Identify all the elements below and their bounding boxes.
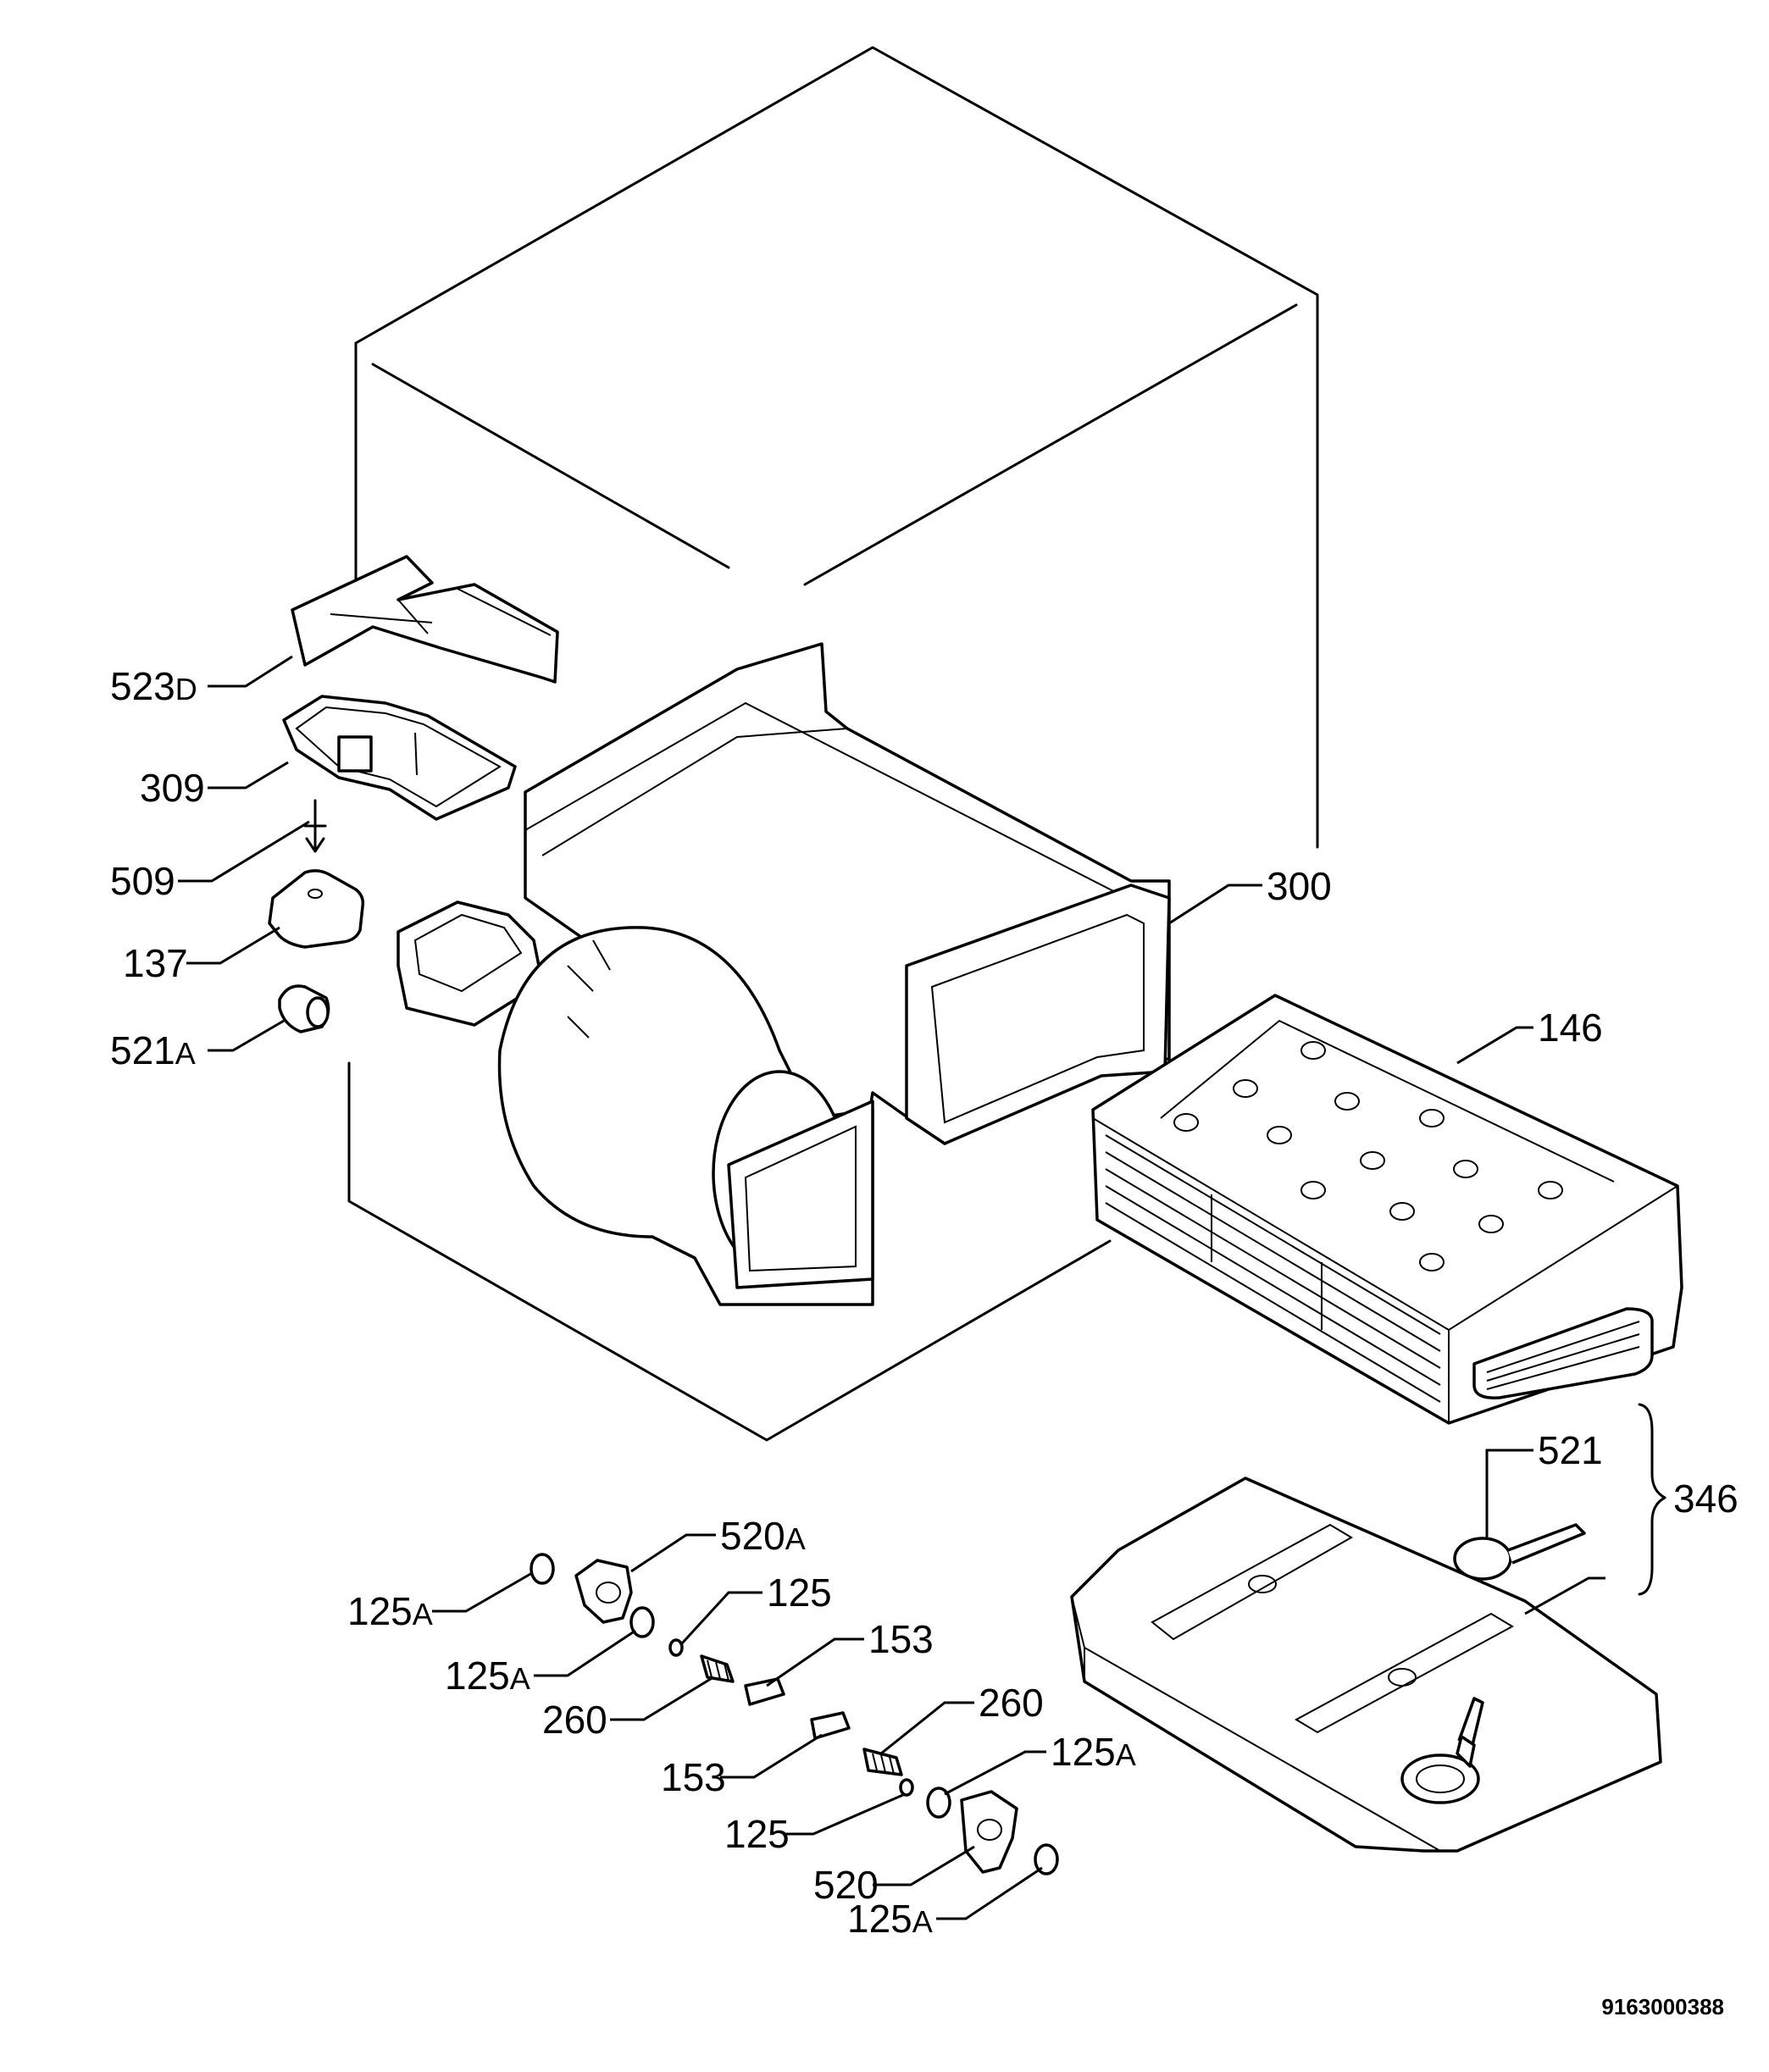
document-number: 9163000388	[1601, 1994, 1724, 2019]
callout-520: 520	[813, 1863, 879, 1907]
callout-125a-4: 125A	[847, 1897, 933, 1941]
tray-part-309	[282, 695, 517, 821]
housing-part-300	[396, 642, 1171, 1306]
valve-parts	[530, 1553, 1059, 1875]
pin-part-509	[303, 799, 327, 853]
callout-137: 137	[123, 941, 188, 985]
callout-260-2: 260	[979, 1681, 1044, 1725]
callout-labels: 523D 309 509 137 521A 300 146 521 346 52…	[110, 664, 1738, 1941]
callout-520a: 520A	[720, 1514, 806, 1558]
callout-521: 521	[1538, 1428, 1603, 1472]
cabinet-outline	[347, 46, 1319, 1442]
callout-309: 309	[140, 766, 205, 810]
callout-125-1: 125	[767, 1571, 832, 1615]
callout-153-2: 153	[661, 1755, 726, 1799]
callout-300: 300	[1267, 864, 1332, 908]
callout-153-1: 153	[868, 1617, 934, 1661]
callout-260-1: 260	[542, 1698, 607, 1742]
callout-125-2: 125	[724, 1812, 790, 1856]
callout-346: 346	[1673, 1476, 1738, 1521]
callout-125a-2: 125A	[445, 1654, 530, 1698]
callout-125a-3: 125A	[1051, 1730, 1136, 1774]
block-part-137	[268, 869, 365, 949]
callout-146: 146	[1538, 1006, 1603, 1050]
callout-125a-1: 125A	[347, 1589, 433, 1633]
drawer-holes	[1173, 1041, 1563, 1271]
scoop-part-521	[1453, 1523, 1586, 1581]
group-bracket-346	[1638, 1403, 1666, 1596]
flap-part-523d	[291, 555, 559, 684]
callout-521a: 521A	[110, 1028, 196, 1072]
leader-lines	[178, 655, 1605, 1920]
filter-drawer-part-146	[1091, 994, 1683, 1425]
water-container-part-346	[1070, 1476, 1662, 1853]
sleeve-part-521a	[278, 984, 330, 1033]
callout-509: 509	[110, 859, 175, 903]
callout-523d: 523D	[110, 664, 197, 708]
